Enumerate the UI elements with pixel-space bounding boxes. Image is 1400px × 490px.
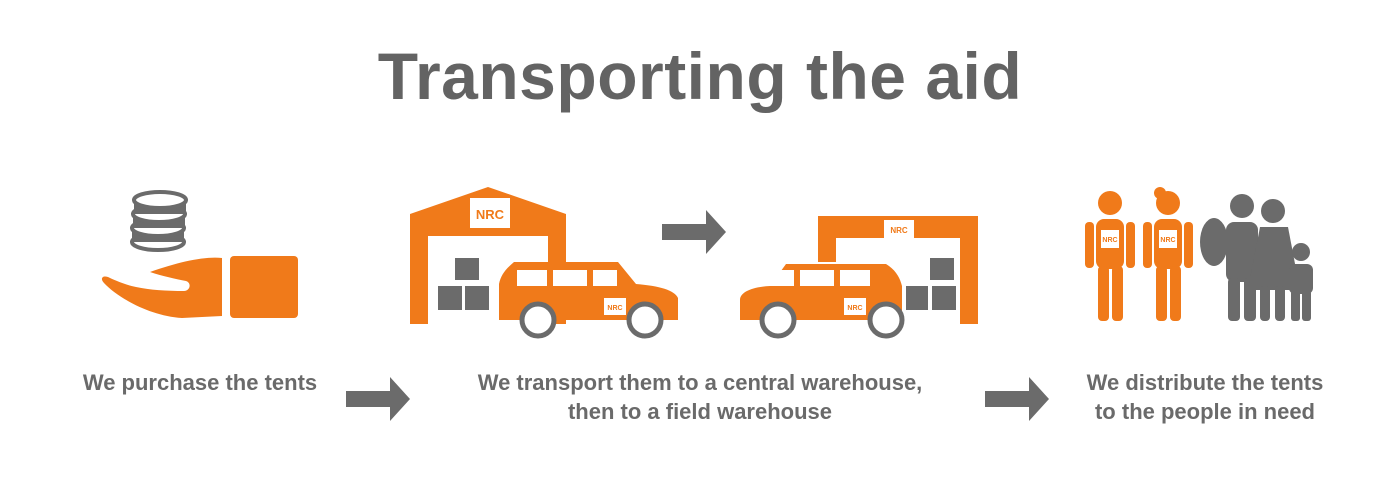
central-warehouse-icon: NRC xyxy=(410,187,566,324)
step-2-line-2: then to a field warehouse xyxy=(567,399,833,424)
people-family-icon: NRC NRC xyxy=(1085,187,1313,321)
truck-icon: NRC xyxy=(740,264,905,339)
hand-with-coins-icon xyxy=(101,190,298,318)
nrc-logo: NRC xyxy=(476,207,505,222)
nrc-logo: NRC xyxy=(890,226,908,235)
boxes-icon xyxy=(438,258,489,310)
cuff-icon xyxy=(230,256,298,318)
step-3-line-2: to the people in need xyxy=(1094,399,1315,424)
coins-stack-icon xyxy=(130,190,188,252)
field-warehouse-icon: NRC xyxy=(818,216,978,324)
hand-icon xyxy=(101,257,222,318)
step-1-caption: We purchase the tents xyxy=(60,368,340,397)
step-3-line-1: We distribute the tents xyxy=(1086,370,1324,395)
nrc-logo: NRC xyxy=(607,305,622,312)
arrow-right-icon xyxy=(985,377,1049,421)
truck-icon: NRC xyxy=(499,262,678,339)
boxes-icon xyxy=(906,258,956,310)
arrow-right-icon xyxy=(346,377,410,421)
step-2-caption: We transport them to a central warehouse… xyxy=(440,368,960,426)
nrc-logo: NRC xyxy=(1102,237,1117,244)
arrow-right-icon xyxy=(662,210,726,254)
page-title: Transporting the aid xyxy=(377,39,1023,113)
aid-worker-icon: NRC xyxy=(1085,191,1135,321)
step-3-caption: We distribute the tents to the people in… xyxy=(1060,368,1350,426)
nrc-logo: NRC xyxy=(1160,237,1175,244)
nrc-logo: NRC xyxy=(847,305,862,312)
step-1-line-1: We purchase the tents xyxy=(82,370,318,395)
aid-worker-icon: NRC xyxy=(1143,187,1193,321)
step-2-line-1: We transport them to a central warehouse… xyxy=(477,370,923,395)
family-icon xyxy=(1200,194,1313,321)
